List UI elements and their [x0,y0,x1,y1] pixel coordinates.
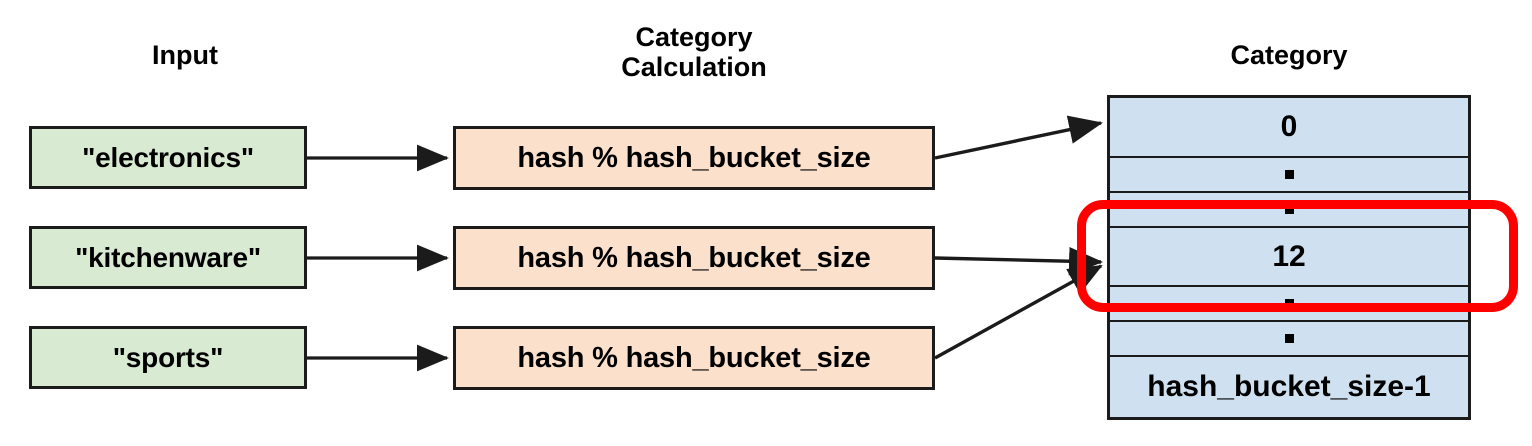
ellipsis-dot-icon [1284,204,1294,214]
arrow-calc-3-to-bucket-12 [934,264,1103,360]
column-header-category-calculation: Category Calculation [621,22,767,83]
bucket-cell-last: hash_bucket_size-1 [1110,357,1468,417]
column-header-category: Category [1230,40,1348,70]
bucket-ellipsis-4 [1110,322,1468,358]
bucket-ellipsis-3 [1110,287,1468,323]
calculation-box-1: hash % hash_bucket_size [453,126,935,190]
input-box-sports: "sports" [29,326,307,389]
bucket-cell-label: 0 [1280,109,1298,143]
bucket-cell-label: hash_bucket_size-1 [1147,370,1431,404]
arrow-calc-1-to-bucket-0 [934,115,1103,160]
bucket-cell-12: 12 [1110,227,1468,288]
bucket-ellipsis-2 [1110,192,1468,228]
category-bucket-table: 0 12 hash_bucket_size-1 [1107,95,1471,420]
bucket-ellipsis-1 [1110,157,1468,193]
column-header-input: Input [152,40,218,70]
ellipsis-dot-icon [1284,299,1294,309]
arrow-calc-2-to-bucket-12 [934,246,1104,276]
calculation-box-3: hash % hash_bucket_size [453,326,935,390]
ellipsis-dot-icon [1284,334,1294,344]
bucket-cell-label: 12 [1272,239,1306,273]
ellipsis-dot-icon [1284,169,1294,179]
input-box-electronics: "electronics" [29,126,307,189]
bucket-cell-0: 0 [1110,98,1468,158]
input-box-kitchenware: "kitchenware" [29,226,307,289]
calculation-box-2: hash % hash_bucket_size [453,226,935,290]
